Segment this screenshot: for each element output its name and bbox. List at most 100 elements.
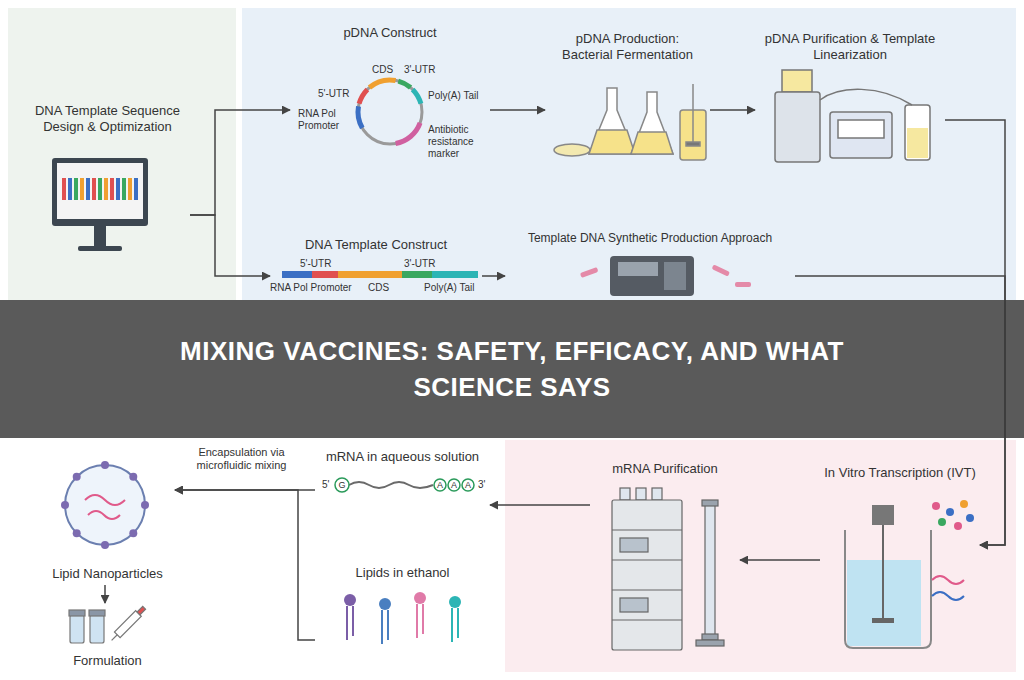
monitor-icon-part xyxy=(94,226,106,246)
ivt-reactor-part xyxy=(938,518,946,526)
fermentation-flasks-part xyxy=(692,84,694,145)
lipid-nanoparticle-part xyxy=(88,511,120,519)
title-band: MIXING VACCINES: SAFETY, EFFICACY, AND W… xyxy=(0,300,1024,438)
part-label: G xyxy=(338,480,345,491)
mrna-strand-part xyxy=(448,479,460,491)
monitor-icon-part xyxy=(128,178,132,200)
part-label: 5'-UTR xyxy=(300,258,331,270)
flow-arrow xyxy=(104,585,106,603)
lipid-molecules-part xyxy=(452,608,458,642)
part-label: 5' xyxy=(322,479,329,491)
hplc-system-part xyxy=(696,640,724,646)
mrna-strand-part xyxy=(462,479,474,491)
part-label: Antibiotic resistance marker xyxy=(428,124,490,160)
monitor-icon-part xyxy=(116,178,120,200)
part-label: 3' xyxy=(478,479,485,491)
synthesis-machine-part xyxy=(618,262,658,276)
hplc-system-part xyxy=(612,500,682,650)
hplc-system-part xyxy=(652,488,662,500)
monitor-icon xyxy=(52,158,148,251)
mrna-strand xyxy=(335,478,474,492)
plasmid-map xyxy=(358,80,422,144)
lipid-nanoparticle-part xyxy=(101,461,109,469)
hplc-system-part xyxy=(612,589,682,590)
step-heading: pDNA Construct xyxy=(343,25,436,41)
hplc-system-part xyxy=(612,529,682,530)
formulation-vials-part-part xyxy=(112,635,118,641)
flow-arrow xyxy=(190,215,270,276)
monitor-icon-part xyxy=(74,178,78,200)
synthesis-machine xyxy=(580,256,751,296)
monitor-icon-part xyxy=(57,163,143,219)
mrna-strand-part xyxy=(434,479,446,491)
monitor-icon-part xyxy=(68,178,72,200)
step-heading: Lipids in ethanol xyxy=(356,565,450,581)
flow-arrow xyxy=(190,110,290,215)
lipid-molecules-part xyxy=(417,604,423,638)
edge-label: Encapsulation via microfluidic mixing xyxy=(182,446,301,472)
synthesis-machine-part xyxy=(580,267,599,278)
ivt-reactor xyxy=(845,500,974,648)
monitor-icon-part xyxy=(122,178,126,200)
linear-construct-part xyxy=(402,271,432,278)
purification-instrument-part xyxy=(820,89,912,105)
step-node: mRNA in aqueous solution xyxy=(315,446,490,538)
formulation-vials-part xyxy=(69,610,85,616)
page-title: MIXING VACCINES: SAFETY, EFFICACY, AND W… xyxy=(122,333,902,406)
fermentation-flasks-part xyxy=(631,132,673,154)
monitor-icon-part xyxy=(92,178,96,200)
formulation-vials-part xyxy=(109,605,147,643)
part-label: 3'-UTR xyxy=(404,64,435,76)
monitor-icon-part xyxy=(86,178,90,200)
formulation-vials-part-part xyxy=(137,606,145,614)
lipid-nanoparticle-part xyxy=(129,473,137,481)
step-node: Lipids in ethanol xyxy=(315,562,490,662)
lipid-molecules-part xyxy=(382,610,388,644)
lipid-nanoparticle xyxy=(61,461,149,549)
lipid-nanoparticle-part xyxy=(101,541,109,549)
part-label: A xyxy=(451,480,457,491)
part-label: RNA Pol Promoter xyxy=(298,108,348,132)
part-label: RNA Pol Promoter xyxy=(270,282,352,294)
plasmid-map-part xyxy=(358,80,422,144)
hplc-system-part xyxy=(612,559,682,560)
flow-arrow xyxy=(740,559,820,561)
formulation-vials-part-part xyxy=(114,611,141,638)
linear-construct-part xyxy=(432,271,478,278)
lipid-nanoparticle-part xyxy=(73,473,81,481)
part-label: A xyxy=(465,480,471,491)
ivt-reactor-part xyxy=(960,500,968,508)
panel-ground-part xyxy=(8,8,236,300)
synthesis-machine-part xyxy=(610,256,694,296)
ivt-reactor-part xyxy=(932,502,940,510)
lipid-molecules-part xyxy=(414,592,426,604)
lipid-nanoparticle-part xyxy=(65,465,145,545)
synthesis-machine-part xyxy=(735,282,751,287)
hplc-system-part xyxy=(620,488,630,500)
purification-instrument xyxy=(775,70,930,162)
hplc-system-part xyxy=(612,619,682,620)
synthesis-machine-part xyxy=(664,262,686,290)
ivt-reactor-part xyxy=(932,592,964,600)
formulation-vials-part xyxy=(89,610,105,616)
plasmid-map-part xyxy=(398,81,410,87)
purification-instrument-part xyxy=(838,120,884,138)
monitor-icon-part xyxy=(52,158,148,226)
part-label: CDS xyxy=(368,282,389,294)
linear-construct-part xyxy=(312,271,338,278)
hplc-system-part xyxy=(702,500,718,506)
part-label: A xyxy=(437,480,443,491)
mrna-strand-part xyxy=(349,482,433,488)
purification-instrument-part xyxy=(905,105,930,160)
fermentation-flasks-part xyxy=(631,92,673,154)
lipid-nanoparticle-part xyxy=(61,501,69,509)
step-heading: Formulation xyxy=(73,653,142,669)
plasmid-map-part xyxy=(369,80,395,87)
monitor-icon-part xyxy=(62,178,66,200)
ivt-reactor-part xyxy=(954,522,962,530)
step-heading: mRNA Purification xyxy=(612,461,717,477)
step-node: mRNA Purification xyxy=(590,458,740,668)
step-node: Template DNA Synthetic Production Approa… xyxy=(505,228,795,298)
lipid-nanoparticle-part xyxy=(129,529,137,537)
lipid-nanoparticle-part xyxy=(73,529,81,537)
